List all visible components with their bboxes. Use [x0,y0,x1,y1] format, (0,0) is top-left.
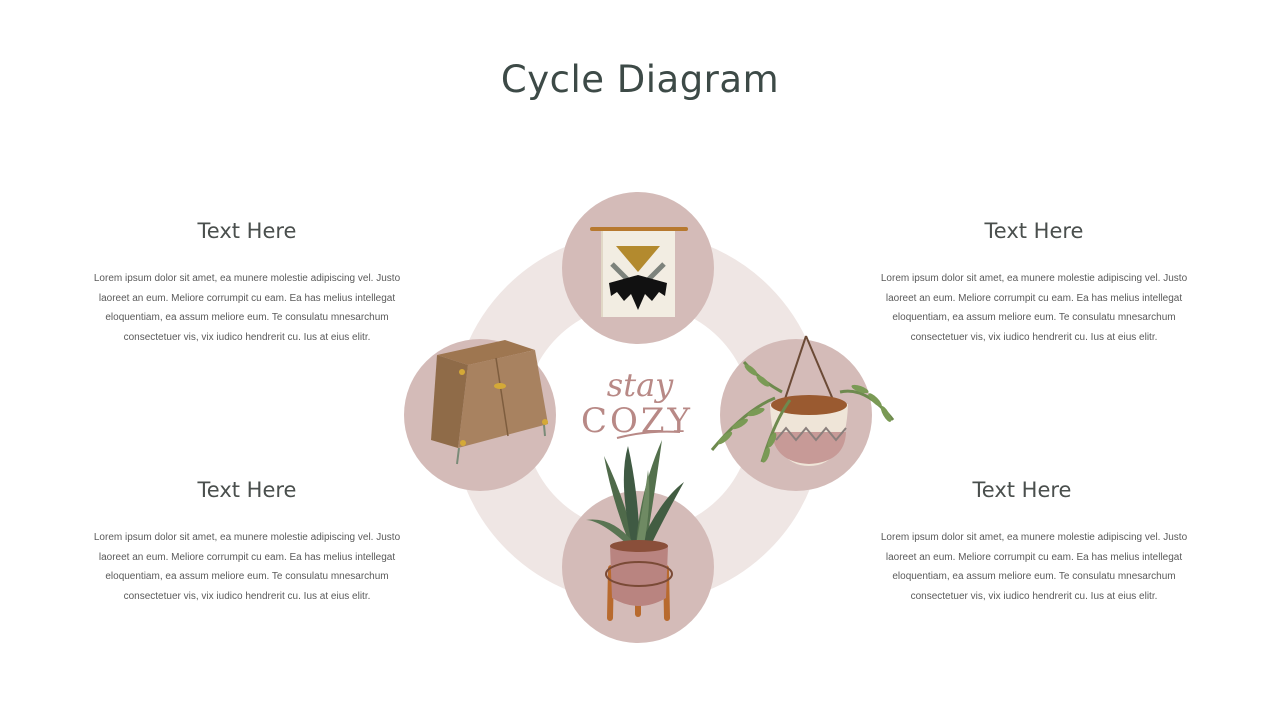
text-block-bottom-right: Text Here Lorem ipsum dolor sit amet, ea… [874,478,1194,606]
page-title: Cycle Diagram [500,58,780,101]
block-heading: Text Here [197,478,297,502]
block-body: Lorem ipsum dolor sit amet, ea munere mo… [93,532,401,602]
text-block-bottom-left: Text Here Lorem ipsum dolor sit amet, ea… [87,478,407,606]
block-heading: Text Here [972,478,1072,502]
svg-text:COZY: COZY [581,401,693,441]
block-heading: Text Here [197,219,297,243]
svg-text:stay: stay [607,366,674,404]
text-block-top-left: Text Here Lorem ipsum dolor sit amet, ea… [87,219,407,347]
text-block-top-right: Text Here Lorem ipsum dolor sit amet, ea… [874,219,1194,347]
potted-snake-plant-icon [562,440,714,643]
hanging-plant-icon [710,335,895,491]
block-body: Lorem ipsum dolor sit amet, ea munere mo… [880,532,1188,602]
wooden-cabinet-icon [404,339,556,491]
block-body: Lorem ipsum dolor sit amet, ea munere mo… [880,273,1188,343]
wall-hanging-icon [562,192,714,344]
stay-cozy-logo: stay COZY [581,366,693,441]
block-heading: Text Here [984,219,1084,243]
block-body: Lorem ipsum dolor sit amet, ea munere mo… [93,273,401,343]
